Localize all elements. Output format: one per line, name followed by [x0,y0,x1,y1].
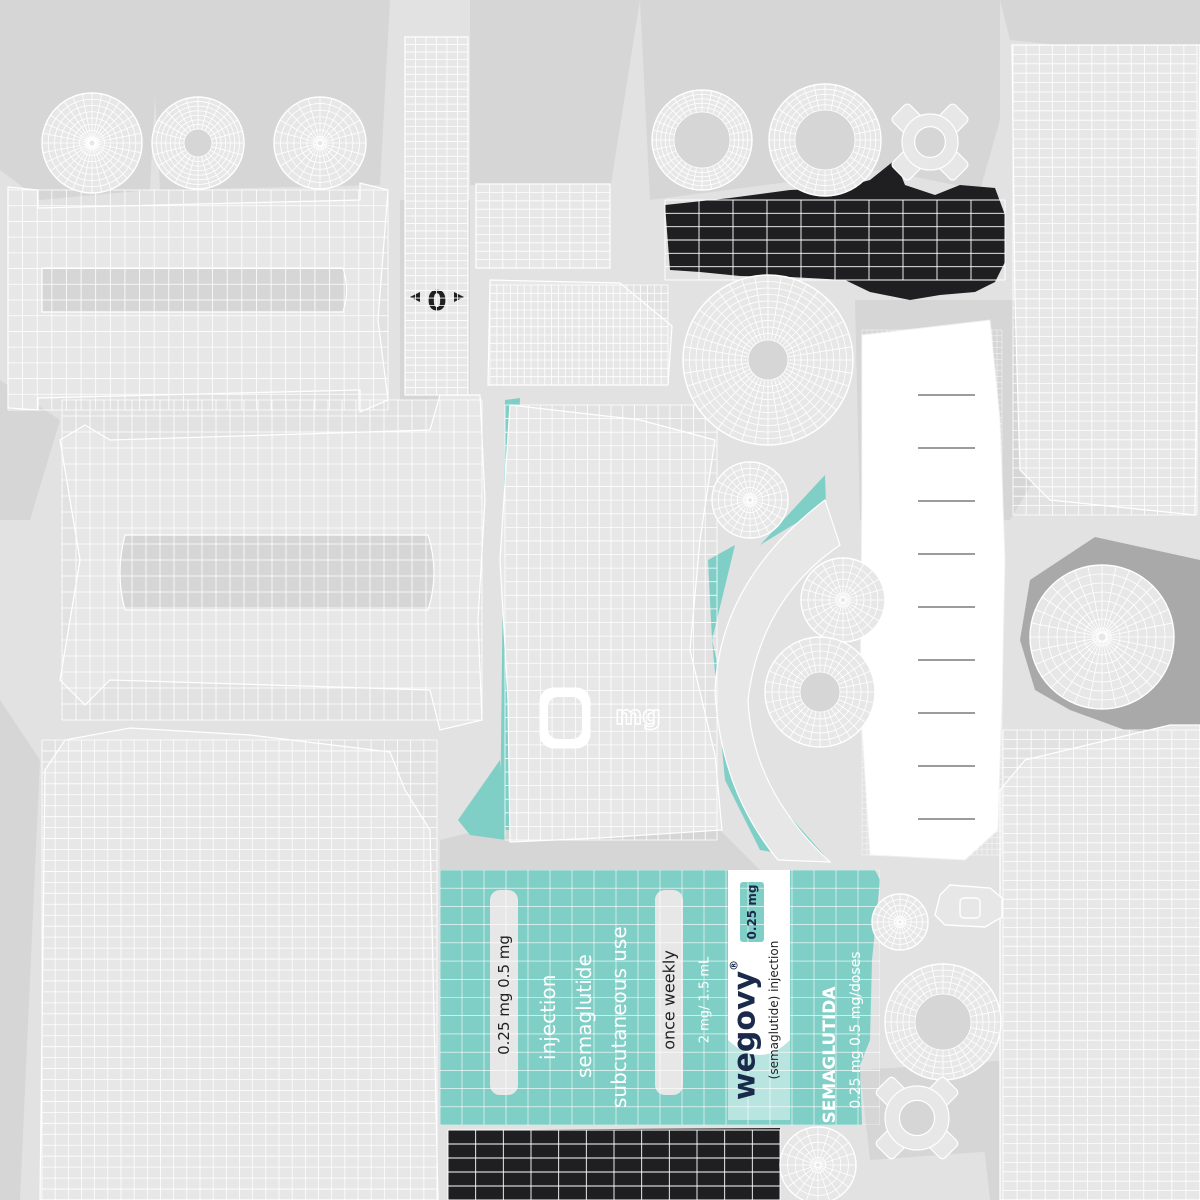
disc-mid-2 [764,636,876,748]
right-bottom-grid [1002,729,1200,1200]
panel-bottom-left [39,727,439,1200]
center-marker: 0 [410,284,464,317]
disc-top-2 [151,96,245,190]
cylinder-grid [504,404,718,841]
frame-grid-top [7,189,389,411]
patch-grid-b [489,284,669,386]
grid-patch-b [487,279,673,386]
disc-label-small [871,893,929,951]
disc-ring-1 [651,89,753,191]
lug-bottom [875,1076,959,1160]
disc-flower [682,274,854,446]
arc-strip [714,499,841,863]
cylinder-mg-text: mg [615,701,661,731]
right-panel-bottom [999,724,1200,1200]
disc-ring-2 [768,83,882,197]
disc-top-3 [273,96,367,190]
disc-grey [1029,564,1175,710]
curved-panel-ticks [918,394,975,820]
disc-mid-1 [800,557,886,643]
disc-label-ring [884,963,1002,1081]
label-grid [440,870,880,1125]
disc-top-1 [41,92,143,194]
sleeve-grid [61,399,483,721]
small-tab-shape [934,884,1003,928]
frequency-box [655,890,683,1095]
badge-box [740,882,764,942]
patch-grid-a [475,183,611,269]
strip-grid [404,36,469,396]
dose-box [490,890,518,1095]
disc-mid-small [711,461,789,539]
panel-grid-bottom-left [41,739,438,1200]
disc-bottom [779,1126,857,1200]
dark-band-grid [664,199,1006,281]
lug-top [891,103,969,181]
marker-text: 0 [427,284,446,317]
sleeve-piece [59,394,486,731]
right-top-grid [1012,44,1198,516]
